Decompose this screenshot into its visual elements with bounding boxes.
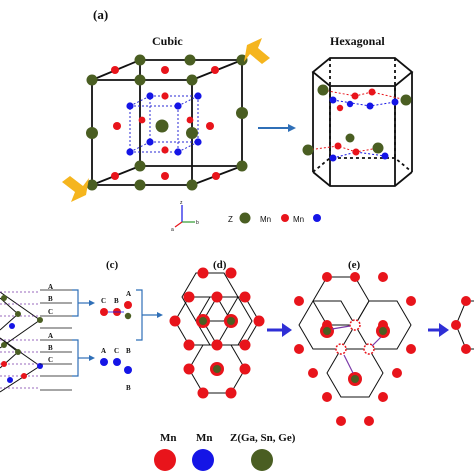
layer-label-c2: C	[48, 356, 53, 364]
stack-label-b-bottom: B	[126, 347, 131, 355]
panel-label-e: (e)	[348, 259, 361, 271]
axes-glyph: z b a	[171, 200, 199, 233]
panel-label-a: (a)	[93, 7, 108, 22]
arrow-e-to-next	[439, 323, 449, 337]
bottom-legend-mn-red-label: Mn	[160, 432, 177, 444]
stack-label-b-extra: B	[126, 384, 131, 392]
stacking-zigzag	[0, 291, 41, 393]
legend-mn-blue-atom	[313, 214, 321, 222]
yellow-arrow-bottom-left	[62, 176, 89, 202]
layer-label-c1: C	[48, 308, 53, 316]
stack-label-b-top: B	[114, 297, 119, 305]
stack-label-c-top: C	[101, 297, 106, 305]
hex-mn-red-atoms	[334, 88, 376, 156]
hexagonal-title: Hexagonal	[330, 34, 385, 48]
axis-z-label: z	[180, 200, 183, 206]
hex-mn-blue-atoms	[329, 96, 399, 162]
stack-label-c-bottom: C	[114, 347, 119, 355]
cubic-mn-blue-atoms	[126, 92, 202, 156]
yellow-arrow-top-right	[244, 38, 270, 64]
kagome-lattice-e	[294, 272, 416, 426]
panel-label-d: (d)	[213, 259, 227, 271]
cubic-title: Cubic	[152, 34, 183, 48]
bottom-legend-z-atom	[251, 449, 273, 471]
kagome-lattice-d	[169, 267, 265, 399]
cubic-mn-red-atoms	[111, 66, 220, 180]
stacking-labels	[40, 289, 72, 391]
bottom-legend-mn-blue-label: Mn	[196, 432, 213, 444]
legend-mn-red-atom	[281, 214, 289, 222]
stack-label-a-bottom: A	[101, 347, 106, 355]
layer-label-b1: B	[48, 295, 53, 303]
legend-z-label: Z	[228, 215, 233, 224]
hex-z-atoms	[302, 84, 412, 156]
hexagonal-prism	[311, 57, 414, 187]
bottom-legend-mn-red-atom	[154, 449, 176, 471]
legend-z-atom	[239, 212, 251, 224]
layer-label-b2: B	[48, 344, 53, 352]
bottom-legend: Mn Mn Z(Ga, Sn, Ge)	[154, 432, 296, 471]
stack-label-a-top: A	[126, 290, 131, 298]
legend-mn1-label: Mn	[260, 215, 271, 224]
layer-label-a1: A	[48, 283, 53, 291]
axis-a-label: a	[171, 227, 174, 233]
axis-b-label: b	[196, 220, 199, 226]
arrow-d-to-e	[282, 323, 292, 337]
cubic-z-atoms	[86, 54, 248, 191]
top-legend: Z Mn Mn	[228, 212, 321, 224]
partial-lattice-right	[451, 296, 474, 354]
layer-label-a2: A	[48, 332, 53, 340]
legend-mn2-label: Mn	[293, 215, 304, 224]
bottom-legend-mn-blue-atom	[192, 449, 214, 471]
bottom-legend-z-label: Z(Ga, Sn, Ge)	[230, 432, 296, 444]
panel-label-c: (c)	[106, 259, 119, 271]
